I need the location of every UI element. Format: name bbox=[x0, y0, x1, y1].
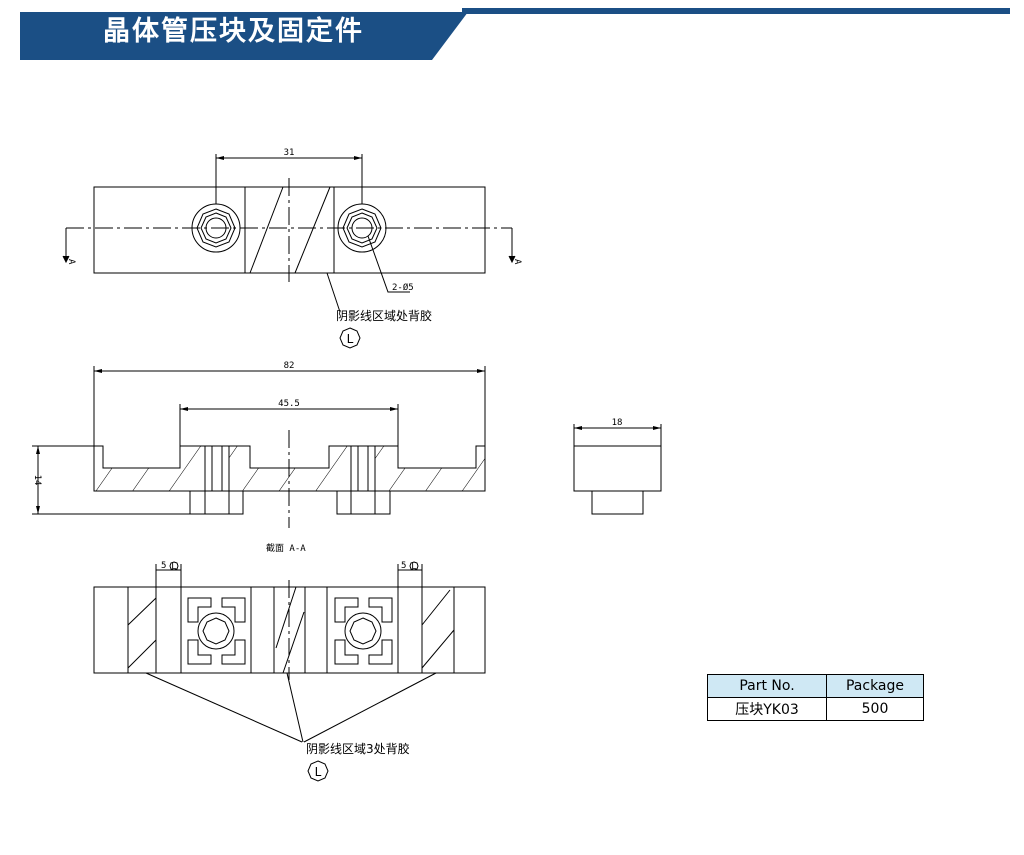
dim-5-left-mark bbox=[169, 561, 179, 571]
bv-hatch-3 bbox=[275, 586, 297, 649]
bottom-leader-2 bbox=[286, 672, 304, 743]
hole-right-octagon-inner bbox=[346, 212, 378, 244]
top-view-mark: L bbox=[347, 332, 354, 346]
page-title: 晶体管压块及固定件 bbox=[103, 16, 364, 47]
dim-31-label: 31 bbox=[284, 148, 295, 158]
dim-45-label: 45.5 bbox=[278, 399, 300, 409]
side-view-boss bbox=[591, 490, 644, 515]
hole-left-octagon-inner bbox=[200, 212, 232, 244]
section-boss-left bbox=[189, 490, 244, 515]
dim-5-right-label: 5 bbox=[401, 561, 406, 571]
hole-spec-label: 2-Ø5 bbox=[392, 282, 414, 293]
hole-right-inner bbox=[351, 217, 373, 239]
hole-right-octagon bbox=[342, 208, 382, 248]
bv-hatch-6 bbox=[421, 629, 455, 669]
clip-right bbox=[334, 597, 393, 665]
header-rule bbox=[462, 8, 1010, 14]
header-band bbox=[20, 8, 1010, 60]
section-marker-left-arrow bbox=[62, 255, 70, 264]
dim-5-right-mark-label: L bbox=[411, 562, 416, 572]
bv-hatch-4 bbox=[282, 611, 305, 674]
hole-left-octagon bbox=[196, 208, 236, 248]
dim-5-right-mark bbox=[409, 561, 419, 571]
bottom-leader-3 bbox=[303, 672, 437, 743]
cell-package: 500 bbox=[826, 697, 924, 721]
hole-left-inner bbox=[205, 217, 227, 239]
dimension-arrowheads bbox=[36, 156, 661, 514]
bv-hatch-5 bbox=[421, 589, 451, 626]
dim-18-label: 18 bbox=[612, 418, 623, 428]
side-view bbox=[573, 424, 662, 515]
bv-hatch-1 bbox=[127, 597, 157, 626]
clip-left bbox=[187, 597, 246, 665]
hole-leader bbox=[367, 235, 410, 293]
header-title-panel bbox=[20, 12, 468, 60]
top-view bbox=[62, 154, 516, 349]
top-view-hatch-1 bbox=[249, 186, 284, 274]
dim-82-label: 82 bbox=[284, 361, 295, 371]
bottom-view bbox=[93, 561, 486, 782]
bottom-view-mark: L bbox=[315, 765, 322, 779]
table-row: 压块YK03 500 bbox=[707, 697, 924, 721]
section-hole-left bbox=[204, 445, 230, 492]
top-note-mark-octagon bbox=[339, 327, 361, 349]
parts-table-header-row: Part No. Package bbox=[707, 674, 924, 698]
header-part-no: Part No. bbox=[707, 674, 827, 698]
bottom-leader-1 bbox=[145, 672, 303, 743]
top-view-note: 阴影线区域处背胶 bbox=[336, 308, 432, 323]
side-view-body bbox=[573, 445, 662, 492]
dim-5-left-mark-label: L bbox=[171, 562, 176, 572]
top-note-leader bbox=[326, 272, 341, 313]
header-package: Package bbox=[826, 674, 924, 698]
bottom-note-mark-octagon bbox=[307, 760, 329, 782]
section-view bbox=[32, 366, 486, 528]
section-marker-right-arrow bbox=[508, 255, 516, 264]
section-boss-right bbox=[336, 490, 391, 515]
dim-5-left-label: 5 bbox=[161, 561, 166, 571]
section-caption: 截面 A-A bbox=[266, 542, 306, 554]
section-label-right: A bbox=[512, 259, 522, 265]
cell-part-no: 压块YK03 bbox=[707, 697, 827, 721]
parts-table: Part No. Package 压块YK03 500 bbox=[707, 674, 924, 721]
dim-14-label: 14 bbox=[32, 475, 42, 486]
bv-hatch-2 bbox=[127, 639, 157, 669]
section-hole-right bbox=[350, 445, 376, 492]
top-view-hatch-2 bbox=[294, 186, 331, 274]
section-label-left: A bbox=[66, 259, 76, 265]
bottom-view-note: 阴影线区域3处背胶 bbox=[306, 741, 410, 756]
